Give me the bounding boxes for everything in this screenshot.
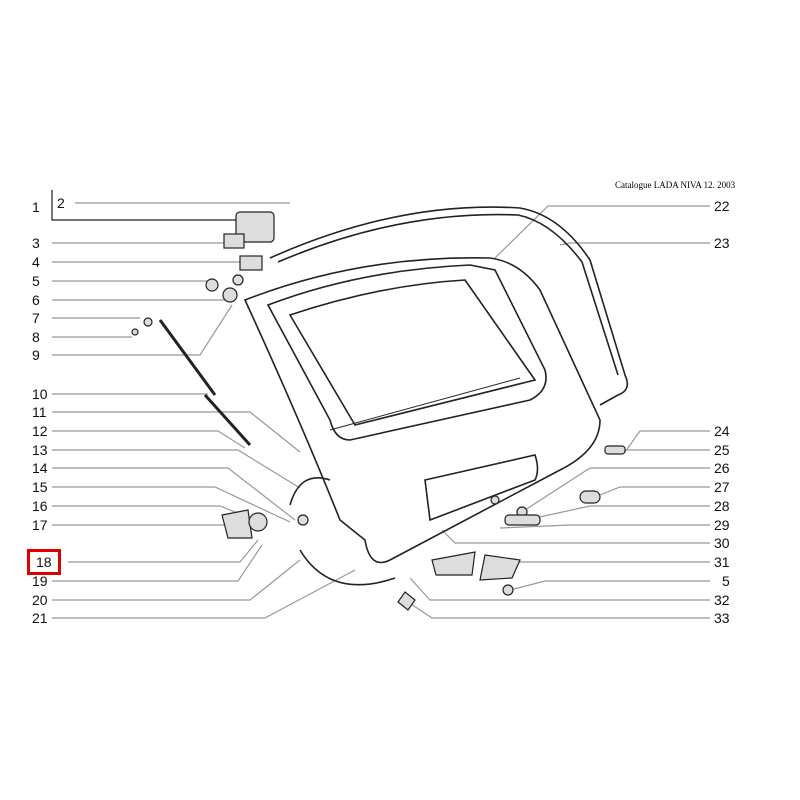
callout-right: 23 (714, 235, 730, 251)
callout-left: 15 (32, 479, 48, 495)
callout-left: 16 (32, 498, 48, 514)
callout-right: 33 (714, 610, 730, 626)
callout-left: 7 (32, 310, 40, 326)
callout-left: 4 (32, 254, 40, 270)
callout-left: 9 (32, 347, 40, 363)
callout-left: 13 (32, 442, 48, 458)
callout-right: 29 (714, 517, 730, 533)
callout-left: 3 (32, 235, 40, 251)
callout-left: 21 (32, 610, 48, 626)
callout-right: 32 (714, 592, 730, 608)
callout-left: 5 (32, 273, 40, 289)
callout-right: 27 (714, 479, 730, 495)
callout-left: 14 (32, 460, 48, 476)
small-parts (131, 211, 626, 611)
tailgate-outline (158, 206, 629, 586)
callout-right: 28 (714, 498, 730, 514)
callout-right: 26 (714, 460, 730, 476)
callout-left: 20 (32, 592, 48, 608)
callout-left: 1 (32, 199, 40, 215)
callout-left: 19 (32, 573, 48, 589)
callout-2: 2 (57, 195, 65, 211)
leader-lines (51, 190, 710, 619)
callout-left: 11 (32, 404, 47, 420)
callout-left: 17 (32, 517, 48, 533)
callout-left: 8 (32, 329, 40, 345)
callout-right: 30 (714, 535, 730, 551)
callout-18-selected[interactable]: 18 (27, 549, 61, 575)
callout-left: 12 (32, 423, 48, 439)
callout-left: 10 (32, 386, 48, 402)
catalogue-caption: Catalogue LADA NIVA 12. 2003 (615, 180, 736, 190)
callout-left: 6 (32, 292, 40, 308)
callout-right: 24 (714, 423, 730, 439)
callout-right: 25 (714, 442, 730, 458)
callout-right: 31 (714, 554, 730, 570)
callout-right: 5 (722, 573, 730, 589)
callout-right: 22 (714, 198, 730, 214)
